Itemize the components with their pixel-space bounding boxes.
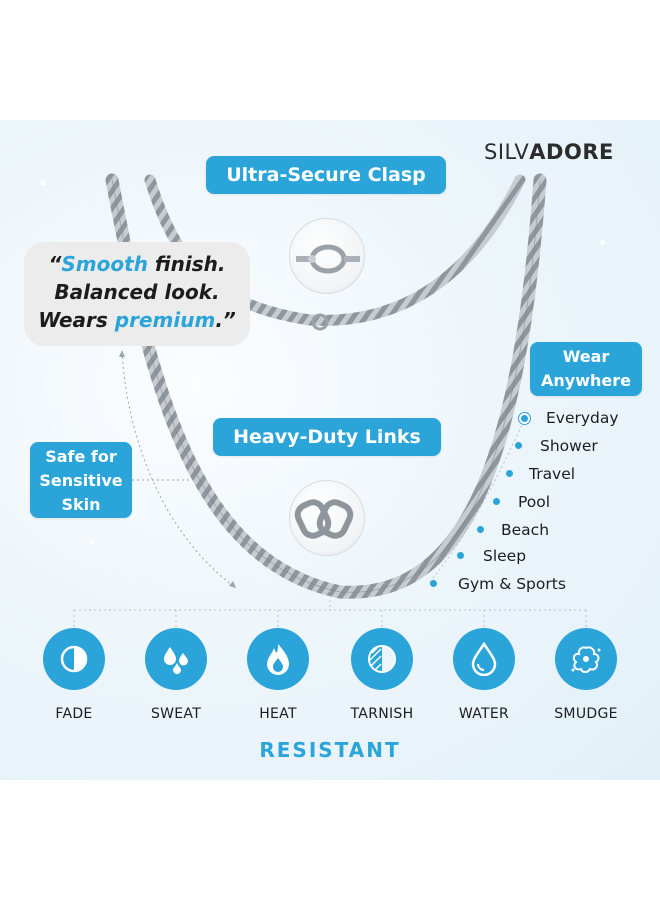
brand-logo-part: ADORE bbox=[529, 140, 614, 164]
resistant-icon-circle bbox=[145, 628, 207, 690]
resistant-icon-circle bbox=[453, 628, 515, 690]
sparkle bbox=[600, 240, 605, 245]
tarnish-icon bbox=[368, 645, 396, 673]
bullet-dot bbox=[506, 470, 513, 477]
wear-guide-arc bbox=[429, 411, 529, 583]
outer-chain-edge bbox=[111, 179, 541, 593]
quote-text: finish. bbox=[147, 252, 226, 276]
sparkle bbox=[560, 420, 564, 424]
resistant-label: HEAT bbox=[259, 706, 297, 722]
quote-text: Wears bbox=[38, 308, 115, 332]
sparkle bbox=[180, 370, 184, 374]
quote-line: “Smooth finish. bbox=[24, 250, 250, 278]
guide-arrow bbox=[119, 350, 125, 357]
bullet-dot bbox=[493, 498, 500, 505]
brand-logo: SILVADORE bbox=[484, 140, 614, 164]
guide-arrow bbox=[229, 581, 236, 588]
resistant-item-tarnish: TARNISH bbox=[338, 628, 426, 722]
quote-line: Balanced look. bbox=[54, 280, 220, 304]
wear-item-shower: Shower bbox=[540, 437, 598, 455]
quote-text: .” bbox=[215, 308, 236, 332]
resistant-icon-circle bbox=[247, 628, 309, 690]
wear-item-sleep: Sleep bbox=[483, 547, 527, 565]
resistant-label: SWEAT bbox=[150, 706, 202, 722]
bullet-dot bbox=[477, 526, 484, 533]
bullet-dot bbox=[521, 415, 528, 422]
fade-icon bbox=[60, 645, 88, 673]
water-icon bbox=[471, 642, 497, 676]
quote-highlight: Smooth bbox=[61, 252, 148, 276]
bullet-dot bbox=[457, 552, 464, 559]
callout-line: Anywhere bbox=[541, 371, 631, 390]
callout-wear-anywhere: Wear Anywhere bbox=[530, 342, 642, 396]
resistant-item-heat: HEAT bbox=[234, 628, 322, 722]
quote-bubble: “Smooth finish. Balanced look. Wears pre… bbox=[24, 242, 250, 346]
resistance-connector-lines bbox=[73, 590, 587, 628]
sweat-icon bbox=[164, 647, 188, 674]
quote-line: Wears premium.” bbox=[24, 306, 250, 334]
brand-logo-part: SILV bbox=[484, 140, 530, 164]
callout-ultra-secure-clasp: Ultra-Secure Clasp bbox=[206, 156, 446, 194]
bullet-dot bbox=[430, 580, 437, 587]
wear-item-travel: Travel bbox=[529, 465, 576, 483]
lobster-clasp-icon bbox=[296, 244, 360, 274]
resistant-item-sweat: SWEAT bbox=[132, 628, 220, 722]
wear-item-pool: Pool bbox=[518, 493, 551, 511]
smudge-icon bbox=[571, 646, 601, 673]
heat-icon bbox=[267, 644, 289, 675]
resistant-item-fade: FADE bbox=[30, 628, 118, 722]
chain-clasp bbox=[311, 313, 329, 331]
wear-item-gym-sports: Gym & Sports bbox=[458, 575, 566, 593]
resistant-title: RESISTANT bbox=[259, 738, 401, 762]
sparkle bbox=[90, 540, 95, 545]
resistant-icon-circle bbox=[43, 628, 105, 690]
callout-line: Sensitive bbox=[39, 471, 123, 490]
product-infographic: SILVADORE Ultra-Secure Clasp Heavy-Duty … bbox=[0, 120, 660, 780]
links-closeup-image bbox=[289, 480, 365, 556]
curb-link-icon bbox=[294, 499, 354, 539]
quote-mark: “ bbox=[48, 252, 62, 276]
callout-heavy-duty-links: Heavy-Duty Links bbox=[213, 418, 441, 456]
resistant-label: TARNISH bbox=[350, 706, 414, 722]
resistant-item-smudge: SMUDGE bbox=[542, 628, 630, 722]
resistant-label: WATER bbox=[458, 706, 510, 722]
resistant-label: FADE bbox=[55, 706, 93, 722]
quote-highlight: premium bbox=[114, 308, 216, 332]
resistant-label: SMUDGE bbox=[554, 706, 618, 722]
sparkle bbox=[40, 180, 46, 186]
callout-line: Safe for bbox=[45, 447, 117, 466]
resistant-item-water: WATER bbox=[440, 628, 528, 722]
callout-line: Skin bbox=[61, 495, 101, 514]
guide-line bbox=[121, 351, 237, 589]
callout-safe-for-sensitive-skin: Safe for Sensitive Skin bbox=[30, 442, 132, 518]
wear-item-everyday: Everyday bbox=[546, 409, 619, 427]
bullet-dot bbox=[515, 442, 522, 449]
resistant-icon-circle bbox=[351, 628, 413, 690]
resistant-icon-circle bbox=[555, 628, 617, 690]
clasp-closeup-image bbox=[289, 218, 365, 294]
wear-item-beach: Beach bbox=[501, 521, 550, 539]
callout-line: Wear bbox=[562, 347, 610, 366]
